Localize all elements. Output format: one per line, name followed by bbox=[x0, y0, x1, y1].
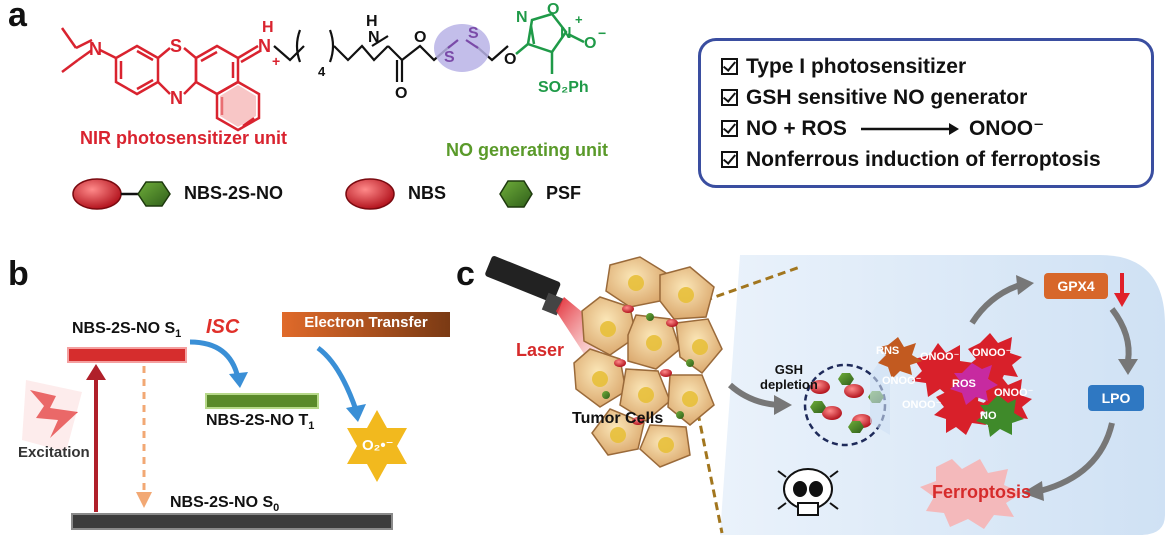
no-label: NO bbox=[980, 410, 997, 422]
feature-text-left: NO + ROS bbox=[746, 116, 847, 140]
relaxation-arrowhead bbox=[136, 492, 152, 508]
ferroptosis-label: Ferroptosis bbox=[932, 482, 1032, 502]
gpx4-box bbox=[1044, 273, 1108, 299]
onoo-label-4: ONOO⁻ bbox=[902, 399, 942, 411]
panel-letter-c: c bbox=[456, 255, 475, 293]
isc-arrow bbox=[189, 339, 241, 379]
panel-letter-b: b bbox=[8, 255, 29, 293]
t1-label: NBS-2S-NO T1 bbox=[206, 412, 315, 433]
label-o-carbamate: O bbox=[414, 29, 426, 46]
lpo-label: LPO bbox=[1101, 390, 1131, 406]
ferroptosis-burst bbox=[920, 459, 1022, 529]
skull-icon bbox=[777, 468, 839, 516]
excitation-label: Excitation bbox=[18, 444, 90, 461]
label-n-oxide-o: O bbox=[584, 35, 596, 52]
feature-row: Nonferrous induction of ferroptosis bbox=[721, 144, 1151, 175]
legend-psf-icon bbox=[499, 180, 533, 208]
label-n-ring: N bbox=[170, 88, 183, 108]
depletion-label: depletion bbox=[760, 377, 818, 392]
label-n-ring-right: N bbox=[560, 25, 572, 42]
label-sulfonyl: SO₂Ph bbox=[538, 79, 589, 96]
energy-diagram bbox=[22, 312, 450, 530]
drug-particles-in-cells bbox=[602, 305, 694, 425]
s0-label: NBS-2S-NO S0 bbox=[170, 494, 280, 515]
checkbox-icon bbox=[721, 151, 738, 168]
checkbox-icon bbox=[721, 58, 738, 75]
legend-nbs-icon bbox=[345, 178, 395, 210]
onoo-label-2: ONOO⁻ bbox=[972, 347, 1012, 359]
mechanism-scene bbox=[485, 255, 1165, 535]
label-subscript-4: 4 bbox=[318, 64, 326, 79]
ros-label: ROS bbox=[952, 378, 976, 390]
feature-checklist: Type I photosensitizer GSH sensitive NO … bbox=[698, 38, 1154, 188]
s0-level-bar bbox=[71, 513, 393, 530]
isc-label: ISC bbox=[206, 316, 240, 338]
label-plus: + bbox=[272, 53, 280, 69]
onoo-label-1: ONOO⁻ bbox=[920, 351, 960, 363]
laser-label: Laser bbox=[516, 340, 565, 360]
label-minus: − bbox=[598, 25, 606, 41]
panel-letter-a: a bbox=[8, 0, 27, 34]
gsh-arrow bbox=[727, 382, 779, 408]
feature-text: Type I photosensitizer bbox=[746, 54, 967, 78]
label-s-ring: S bbox=[170, 36, 182, 56]
label-s2: S bbox=[468, 25, 479, 42]
feature-row: NO + ROS ONOO⁻ bbox=[721, 113, 1151, 144]
label-n-ring-left: N bbox=[516, 9, 528, 26]
legend-nbs-2s-no-label: NBS-2S-NO bbox=[184, 183, 284, 203]
s1-label: NBS-2S-NO S1 bbox=[72, 320, 182, 341]
legend-nbs-2s-no-icon bbox=[72, 178, 171, 210]
label-o-carbonyl: O bbox=[395, 85, 407, 102]
lightning-icon bbox=[22, 380, 82, 452]
s1-level-bar bbox=[67, 347, 187, 363]
et-arrow bbox=[316, 345, 359, 411]
legend-graphics bbox=[72, 178, 533, 210]
feature-row: GSH sensitive NO generator bbox=[721, 82, 1151, 113]
electron-transfer-banner bbox=[282, 312, 450, 337]
reactive-species-burst bbox=[878, 333, 1032, 437]
legend-nbs-label: NBS bbox=[408, 183, 447, 203]
tumor-cells-cluster bbox=[573, 256, 723, 468]
checkbox-icon bbox=[721, 89, 738, 106]
lpo-box bbox=[1088, 385, 1144, 411]
label-o-ring: O bbox=[547, 1, 559, 18]
rns-label: RNS bbox=[876, 345, 900, 357]
chemical-structure: N S N N H + 4 N H O O O S S bbox=[60, 1, 606, 132]
legend-psf-label: PSF bbox=[546, 183, 582, 203]
gpx4-label: GPX4 bbox=[1057, 278, 1095, 294]
onoo-label-3: ONOO⁻ bbox=[882, 375, 922, 387]
excitation-arrowhead bbox=[86, 364, 106, 380]
label-plus-right: + bbox=[575, 12, 583, 27]
unit-left-label: NIR photosensitizer unit bbox=[80, 128, 287, 148]
feature-text: GSH sensitive NO generator bbox=[746, 85, 1028, 109]
tumor-cells-label: Tumor Cells bbox=[572, 410, 664, 427]
gsh-depletion-label: GSH depletion bbox=[760, 362, 818, 392]
gsh-label: GSH bbox=[774, 362, 803, 377]
label-n-plus: N bbox=[258, 36, 271, 56]
checkbox-icon bbox=[721, 120, 738, 137]
label-o-ether: O bbox=[504, 51, 516, 68]
superoxide-star bbox=[347, 410, 407, 482]
arrow-right-icon bbox=[860, 122, 959, 135]
label-n-left: N bbox=[89, 39, 102, 59]
label-h-plus: H bbox=[262, 19, 274, 36]
feature-row: Type I photosensitizer bbox=[721, 51, 1151, 82]
label-h-amide: H bbox=[366, 13, 378, 30]
label-n-amide: N bbox=[368, 29, 380, 46]
feature-text: Nonferrous induction of ferroptosis bbox=[746, 147, 1101, 171]
unit-right-label: NO generating unit bbox=[446, 140, 608, 160]
onoo-label-5: ONOO⁻ bbox=[994, 387, 1034, 399]
electron-transfer-label: Electron Transfer bbox=[304, 314, 428, 331]
superoxide-label: O₂•⁻ bbox=[362, 437, 394, 454]
feature-text-right: ONOO⁻ bbox=[968, 117, 1045, 140]
t1-level-bar bbox=[205, 393, 319, 409]
label-s1: S bbox=[444, 49, 455, 66]
